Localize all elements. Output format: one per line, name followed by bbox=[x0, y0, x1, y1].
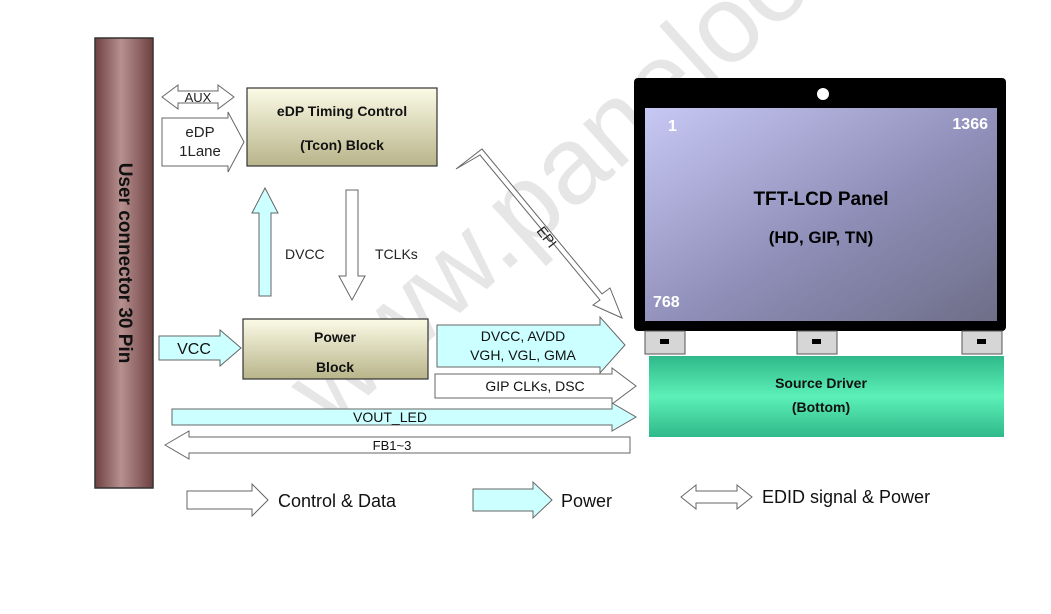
legend-power-label: Power bbox=[561, 491, 612, 511]
power-output-label-line2: VGH, VGL, GMA bbox=[470, 347, 576, 363]
legend-control-arrow bbox=[186, 482, 269, 518]
user-connector bbox=[94, 37, 154, 489]
vout-led-label: VOUT_LED bbox=[353, 409, 427, 425]
tclks-down-arrow bbox=[338, 189, 366, 302]
edp-label-line1: eDP bbox=[185, 124, 214, 141]
panel-title: TFT-LCD Panel bbox=[753, 189, 888, 210]
gip-label: GIP CLKs, DSC bbox=[485, 378, 584, 394]
vout-led-arrow bbox=[171, 402, 637, 432]
tcon-block bbox=[246, 87, 438, 167]
tcon-label-line2: (Tcon) Block bbox=[300, 137, 384, 153]
legend-edid-label: EDID signal & Power bbox=[762, 487, 930, 507]
dvcc-label: DVCC bbox=[285, 246, 325, 262]
camera-dot bbox=[817, 88, 829, 100]
power-output-arrow bbox=[436, 315, 626, 375]
panel-corner-top-left: 1 bbox=[668, 118, 677, 135]
tcon-label-line1: eDP Timing Control bbox=[277, 103, 407, 119]
vcc-label: VCC bbox=[177, 341, 211, 358]
epi-arrow bbox=[455, 148, 623, 319]
fb-label: FB1~3 bbox=[373, 438, 412, 453]
panel-tabs bbox=[644, 330, 1003, 355]
panel-screen bbox=[645, 108, 997, 321]
gip-arrow bbox=[434, 367, 637, 405]
panel-subtitle: (HD, GIP, TN) bbox=[769, 228, 874, 247]
aux-label: AUX bbox=[185, 90, 212, 105]
aux-arrow bbox=[161, 84, 235, 110]
legend-edid-arrow bbox=[680, 483, 753, 511]
power-label-line1: Power bbox=[314, 329, 357, 345]
source-driver-label-line1: Source Driver bbox=[775, 375, 867, 391]
panel-corner-top-right: 1366 bbox=[952, 116, 988, 133]
power-block bbox=[242, 318, 429, 380]
power-output-label-line1: DVCC, AVDD bbox=[481, 328, 566, 344]
tclks-label: TCLKs bbox=[375, 246, 418, 262]
legend-control-label: Control & Data bbox=[278, 491, 397, 511]
fb-arrow bbox=[164, 430, 631, 460]
edp-arrow bbox=[161, 111, 245, 173]
panel-corner-bottom-left: 768 bbox=[653, 294, 680, 311]
power-label-line2: Block bbox=[316, 359, 354, 375]
vcc-arrow bbox=[158, 328, 242, 368]
dvcc-up-arrow bbox=[251, 186, 279, 297]
legend-power-arrow bbox=[472, 480, 553, 520]
source-driver-label-line2: (Bottom) bbox=[792, 399, 850, 415]
user-connector-label: User connector 30 Pin bbox=[114, 163, 135, 364]
source-driver bbox=[649, 356, 1004, 437]
edp-label-line2: 1Lane bbox=[179, 143, 221, 160]
